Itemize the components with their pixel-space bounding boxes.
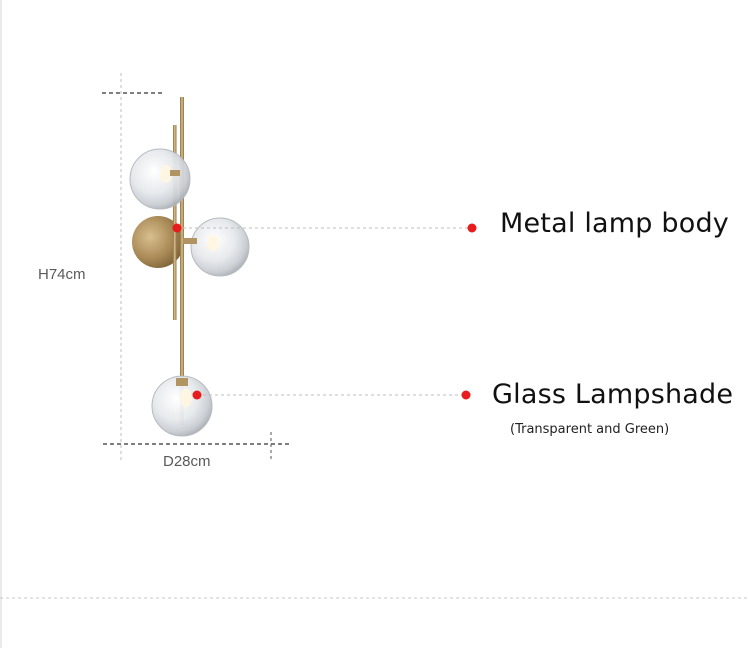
- middle-glass-globe: [190, 217, 250, 277]
- mounting-disc: [132, 216, 184, 268]
- upper-bulb: [160, 165, 172, 183]
- marker-dot-metal-end: [467, 223, 477, 233]
- lower-socket: [176, 378, 188, 386]
- depth-label: D28cm: [163, 453, 211, 470]
- callout-glass-sublabel: (Transparent and Green): [510, 422, 670, 437]
- middle-bulb: [207, 235, 219, 251]
- callout-metal-label: Metal lamp body: [500, 208, 729, 239]
- main-rod: [180, 97, 184, 425]
- marker-dot-glass-start: [192, 390, 202, 400]
- secondary-rod: [173, 125, 177, 320]
- marker-dot-glass-end: [461, 390, 471, 400]
- marker-dot-metal-start: [172, 223, 182, 233]
- upper-glass-globe: [129, 148, 191, 210]
- callout-glass-label: Glass Lampshade: [492, 379, 734, 410]
- lower-bulb: [180, 389, 192, 407]
- height-label: H74cm: [38, 266, 86, 283]
- middle-socket: [183, 238, 197, 244]
- upper-socket: [170, 170, 180, 176]
